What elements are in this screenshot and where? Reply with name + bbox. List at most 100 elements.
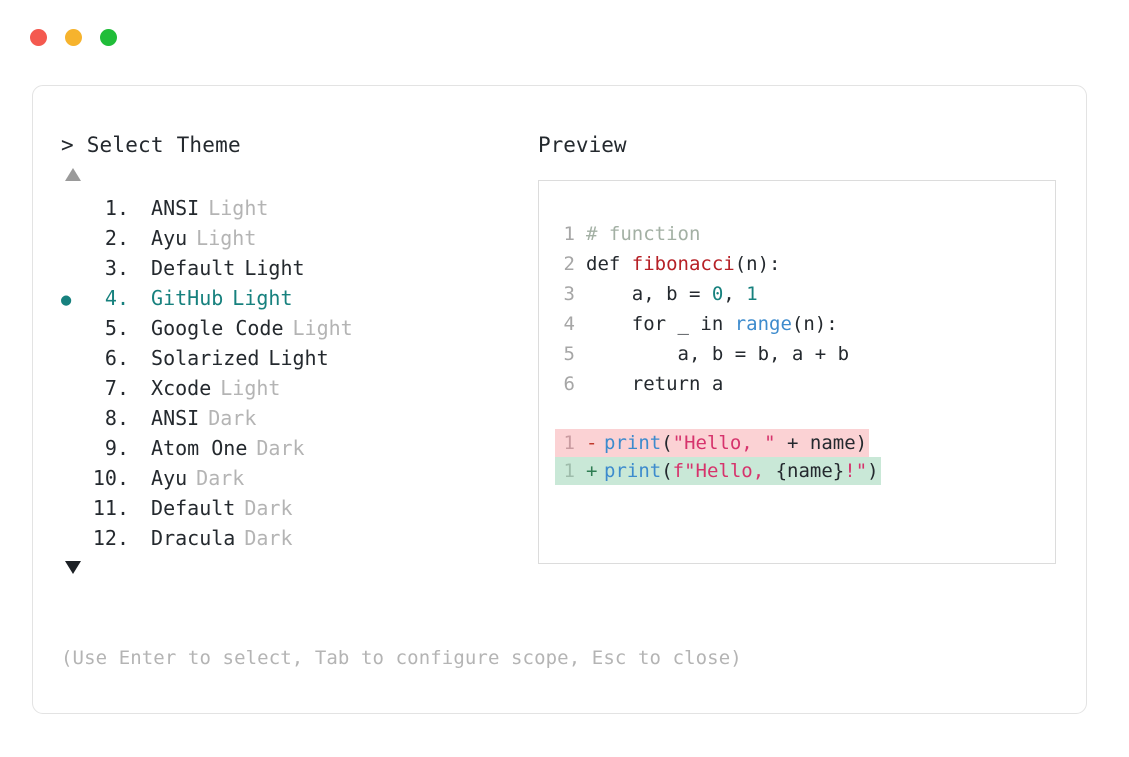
code-token-plain: (n): [734,253,781,275]
theme-item-gap [129,463,151,493]
code-token-number: 0 [711,283,724,305]
theme-list-item[interactable]: 1. ANSI Light [61,193,531,223]
line-number: 1 [563,223,575,245]
theme-item-variant: Light [232,286,293,310]
theme-item-name: ANSI [151,406,200,430]
theme-item-name: Default [151,496,236,520]
code-token-plain: , [723,283,747,305]
theme-item-gap [129,223,151,253]
theme-item-name: Google Code [151,316,284,340]
selected-bullet-icon: ● [61,290,72,310]
code-token-plain: ( [661,432,673,454]
diff-line-text: print("Hello, " + name) [604,429,867,457]
line-number: 6 [563,373,575,395]
theme-item-index: 2. [104,226,129,250]
code-token-plain: a, b = [586,283,712,305]
theme-item-index: 7. [104,376,129,400]
code-line: 5 a, b = b, a + b [539,339,1055,369]
theme-list-item[interactable]: 11. Default Dark [61,493,531,523]
theme-item-variant: Dark [256,436,305,460]
code-token-builtin: print [604,432,662,454]
theme-item-index: 8. [104,406,129,430]
code-line-text: a, b = b, a + b [586,339,850,369]
line-number: 3 [563,283,575,305]
code-token-string: !" [844,460,868,482]
theme-list-item[interactable]: 7. Xcode Light [61,373,531,403]
scroll-up-icon[interactable] [65,168,81,181]
theme-item-gap [129,253,151,283]
diff-line-highlight: 1 + print(f"Hello, {name}!") [555,457,881,485]
diff-block: 1-print("Hello, " + name)1+print(f"Hello… [539,429,1055,485]
theme-item-index: 5. [104,316,129,340]
theme-item-variant: Light [220,376,281,400]
diff-marker-icon: + [586,460,598,482]
code-token-keyword: def [586,253,632,275]
code-line-text: return a [586,369,724,399]
minimize-button[interactable] [65,29,82,46]
code-token-plain: for _ in [586,313,735,335]
code-token-builtin: print [604,460,662,482]
maximize-button[interactable] [100,29,117,46]
code-token-plain: ( [661,460,673,482]
theme-item-name: ANSI [151,196,200,220]
prompt-header: > Select Theme [61,132,531,158]
theme-item-variant: Dark [244,496,293,520]
theme-item-index: 10. [92,466,129,490]
theme-item-gap [129,373,151,403]
code-token-string: f"Hello, [672,460,776,482]
theme-item-name: Solarized [151,346,260,370]
theme-item-gap [129,493,151,523]
code-line: 4 for _ in range(n): [539,309,1055,339]
theme-item-gap [129,403,151,433]
close-button[interactable] [30,29,47,46]
theme-item-gap [129,343,151,373]
diff-line-highlight: 1-print("Hello, " + name) [555,429,870,457]
theme-item-index: 1. [104,196,129,220]
theme-item-name: Dracula [151,526,236,550]
page-title: Select Theme [86,133,241,157]
line-number: 2 [563,253,575,275]
scroll-down-icon[interactable] [65,561,81,574]
code-token-number: 1 [746,283,758,305]
theme-item-name: Xcode [151,376,212,400]
code-token-builtin: range [734,313,792,335]
theme-item-variant: Dark [208,406,257,430]
code-line-text: for _ in range(n): [586,309,838,339]
code-line: 1 # function [539,219,1055,249]
code-token-plain: {name} [775,460,845,482]
theme-list-item[interactable]: 5. Google Code Light [61,313,531,343]
line-number: 1 [563,460,575,482]
theme-item-index: 12. [92,526,129,550]
theme-item-name: Default [151,256,236,280]
code-token-plain: ) [867,460,879,482]
theme-list-item[interactable]: 8. ANSI Dark [61,403,531,433]
line-number: 5 [563,343,575,365]
theme-item-gap [129,433,151,463]
keyboard-hint: (Use Enter to select, Tab to configure s… [61,647,742,669]
theme-item-variant: Light [292,316,353,340]
code-line-text: a, b = 0, 1 [586,279,758,309]
code-token-plain: return a [586,373,724,395]
theme-item-index: 6. [104,346,129,370]
theme-item-index: 11. [92,496,129,520]
prompt-caret-icon: > [61,133,74,157]
theme-item-index: 9. [104,436,129,460]
theme-item-variant: Dark [196,466,245,490]
theme-item-variant: Light [208,196,269,220]
code-line-text: # function [586,219,700,249]
theme-item-variant: Light [244,256,305,280]
theme-item-variant: Light [196,226,257,250]
